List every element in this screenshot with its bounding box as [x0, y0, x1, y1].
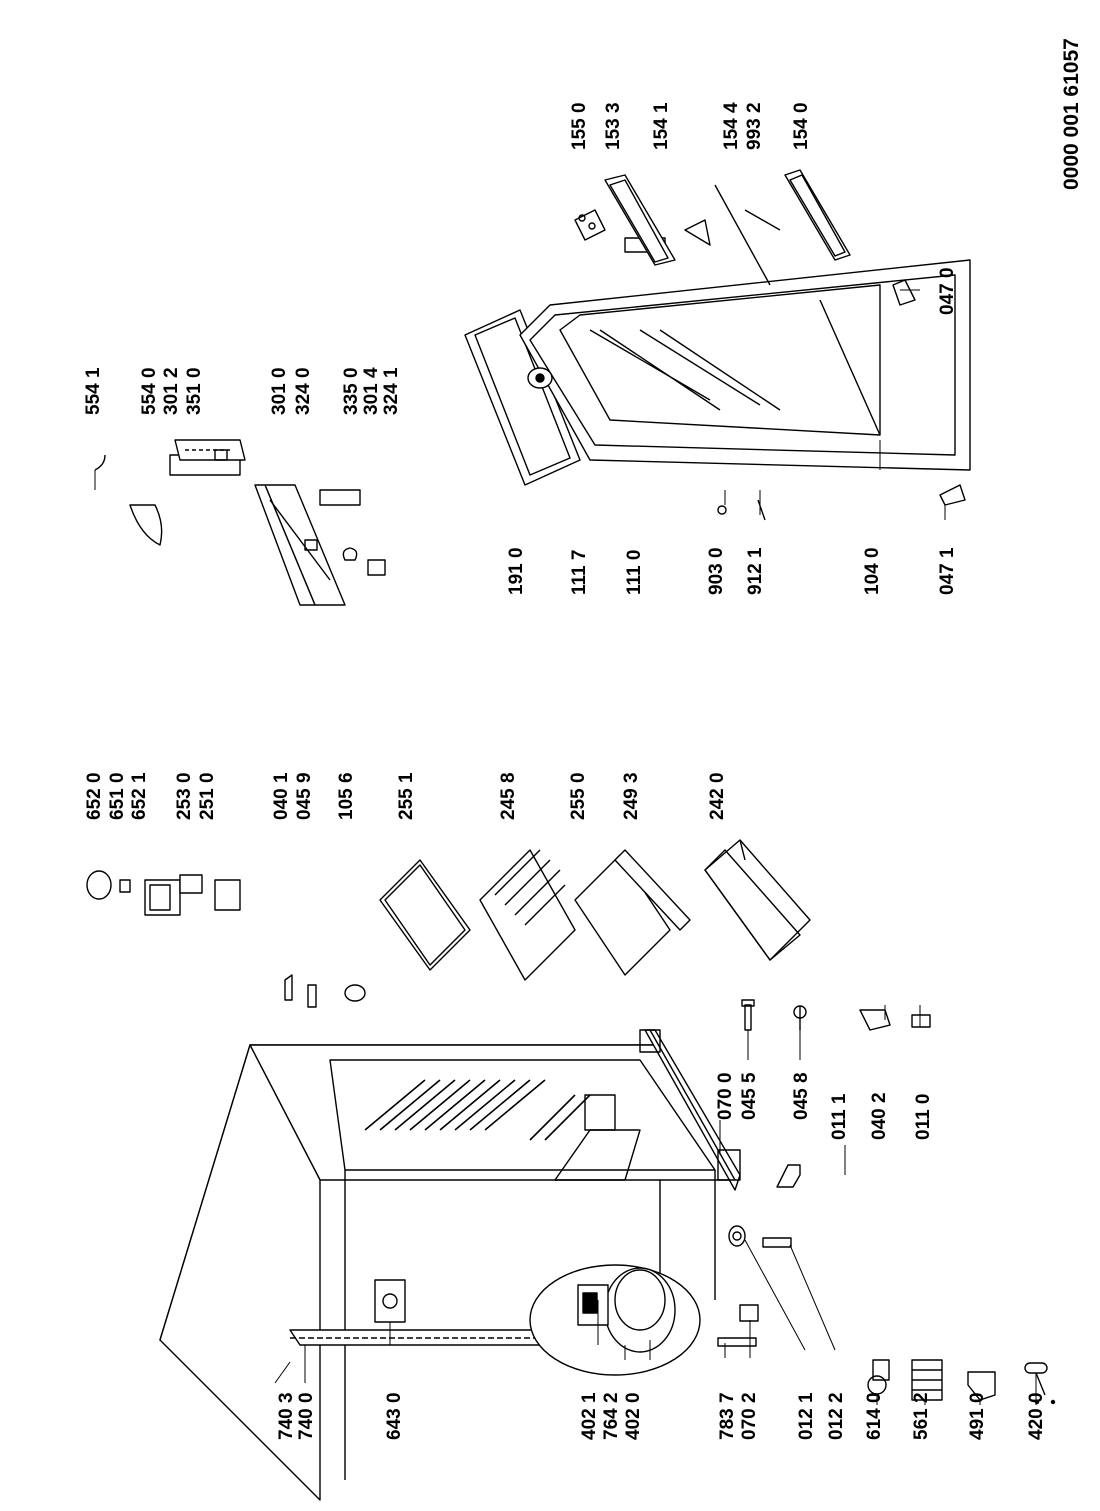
part-label: 253 0	[174, 772, 195, 820]
door	[464, 237, 971, 521]
part-label: 070 0	[715, 1072, 736, 1120]
part-label: 105 6	[336, 772, 357, 820]
part-label: 554 0	[139, 367, 160, 415]
part-label: 111 0	[624, 549, 645, 595]
part-label: 104 0	[862, 547, 883, 595]
part-label: 740 0	[296, 1392, 317, 1440]
part-label: 614 0	[864, 1392, 885, 1440]
part-label: 561 2	[911, 1392, 932, 1440]
part-label: 740 3	[276, 1392, 297, 1440]
part-label: 153 3	[603, 102, 624, 150]
part-label: 783 7	[717, 1392, 738, 1440]
part-label: 045 9	[294, 772, 315, 820]
part-label: 242 0	[707, 772, 728, 820]
part-label: 351 0	[184, 367, 205, 415]
part-label: 111 7	[569, 549, 590, 595]
part-label: 301 2	[161, 367, 182, 415]
part-label: 245 8	[498, 772, 519, 820]
cabinet-body	[159, 999, 1056, 1501]
part-label: 402 0	[623, 1392, 644, 1440]
part-label: 154 0	[791, 102, 812, 150]
part-label: 301 4	[361, 367, 382, 415]
part-label: 652 0	[84, 772, 105, 820]
part-label: 554 1	[83, 367, 104, 415]
part-label: 251 0	[197, 772, 218, 820]
part-label: 301 0	[269, 367, 290, 415]
part-label: 154 4	[721, 102, 742, 150]
part-label: 191 0	[506, 547, 527, 595]
part-label: 651 0	[107, 772, 128, 820]
part-label: 335 0	[341, 367, 362, 415]
part-label: 643 0	[384, 1392, 405, 1440]
part-label: 764 2	[601, 1392, 622, 1440]
document-number: 0000 001 61057	[1060, 38, 1083, 190]
part-label: 249 3	[621, 772, 642, 820]
part-label: 402 1	[579, 1392, 600, 1440]
part-label: 155 0	[569, 102, 590, 150]
part-label: 045 8	[791, 1072, 812, 1120]
part-label: 993 2	[744, 102, 765, 150]
door-bins	[574, 169, 851, 286]
part-label: 255 0	[568, 772, 589, 820]
part-label: 652 1	[129, 772, 150, 820]
leader-lines	[94, 289, 1037, 1405]
part-label: 255 1	[396, 772, 417, 820]
part-label: 491 0	[967, 1392, 988, 1440]
part-label: 070 2	[739, 1392, 760, 1440]
part-label: 040 1	[271, 772, 292, 820]
part-label: 047 1	[937, 547, 958, 595]
shelves	[86, 839, 811, 1008]
part-label: 045 5	[739, 1072, 760, 1120]
part-label: 420 0	[1026, 1392, 1047, 1440]
part-label: 903 0	[706, 547, 727, 595]
part-label: 011 1	[829, 1093, 850, 1141]
part-label: 324 1	[381, 367, 402, 415]
part-label: 047 0	[937, 267, 958, 315]
part-label: 040 2	[869, 1092, 890, 1140]
part-label: 012 1	[796, 1392, 817, 1440]
top-assembly	[94, 439, 386, 606]
part-label: 154 1	[651, 102, 672, 150]
part-label: 011 0	[913, 1093, 934, 1141]
part-label: 912 1	[745, 547, 766, 595]
part-label: 012 2	[826, 1392, 847, 1440]
part-label: 324 0	[293, 367, 314, 415]
